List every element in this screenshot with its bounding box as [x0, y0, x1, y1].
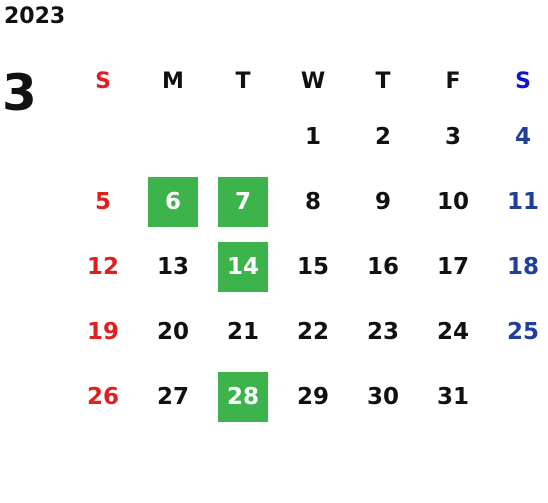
day-number: 8 [304, 188, 321, 215]
highlighted-day-number: 28 [218, 371, 268, 422]
day-number [218, 112, 268, 162]
calendar-day[interactable]: 3 [418, 104, 488, 169]
weekday-header-monday: M [162, 68, 184, 94]
day-number: 27 [156, 383, 189, 410]
calendar-month: 3 [2, 64, 37, 122]
weekday-header-friday: F [445, 68, 461, 94]
calendar-day[interactable]: 17 [418, 234, 488, 299]
day-number: 11 [506, 188, 539, 215]
day-number: 21 [226, 318, 259, 345]
calendar-day[interactable]: 7 [208, 169, 278, 234]
weekday-header-wednesday: W [300, 68, 326, 94]
calendar-day[interactable]: 18 [488, 234, 548, 299]
calendar-day[interactable]: 1 [278, 104, 348, 169]
weekday-header-sunday: S [95, 68, 111, 94]
calendar-day[interactable]: 28 [208, 364, 278, 429]
calendar-day-empty [68, 104, 138, 169]
day-number: 22 [296, 318, 329, 345]
calendar-day[interactable]: 6 [138, 169, 208, 234]
calendar-day[interactable]: 26 [68, 364, 138, 429]
calendar-day[interactable]: 12 [68, 234, 138, 299]
day-number [78, 112, 128, 162]
calendar-day[interactable]: 15 [278, 234, 348, 299]
day-number: 30 [366, 383, 399, 410]
day-number: 25 [506, 318, 539, 345]
day-number: 20 [156, 318, 189, 345]
day-number: 26 [86, 383, 119, 410]
calendar-day[interactable]: 14 [208, 234, 278, 299]
calendar-day[interactable]: 13 [138, 234, 208, 299]
weekday-header-saturday: S [515, 68, 531, 94]
calendar-day[interactable]: 27 [138, 364, 208, 429]
calendar-day[interactable]: 31 [418, 364, 488, 429]
weekday-header-tuesday: T [235, 68, 251, 94]
day-number: 13 [156, 253, 189, 280]
day-number: 31 [436, 383, 469, 410]
calendar-day[interactable]: 19 [68, 299, 138, 364]
weekday-header-thursday: T [375, 68, 391, 94]
day-number: 4 [514, 123, 531, 150]
day-number: 10 [436, 188, 469, 215]
calendar-day[interactable]: 2 [348, 104, 418, 169]
day-number: 3 [444, 123, 461, 150]
day-number: 2 [374, 123, 391, 150]
day-number: 29 [296, 383, 329, 410]
calendar-year: 2023 [4, 4, 66, 29]
calendar-day[interactable]: 8 [278, 169, 348, 234]
day-number: 23 [366, 318, 399, 345]
calendar-day[interactable]: 10 [418, 169, 488, 234]
day-number: 15 [296, 253, 329, 280]
calendar-day[interactable]: 20 [138, 299, 208, 364]
calendar-day[interactable]: 23 [348, 299, 418, 364]
day-number: 16 [366, 253, 399, 280]
calendar-day[interactable]: 24 [418, 299, 488, 364]
highlighted-day-number: 14 [218, 241, 268, 292]
calendar-day[interactable]: 9 [348, 169, 418, 234]
day-number: 9 [374, 188, 391, 215]
day-number [498, 372, 548, 422]
calendar-day[interactable]: 4 [488, 104, 548, 169]
calendar-day[interactable]: 22 [278, 299, 348, 364]
highlighted-day-number: 6 [148, 176, 198, 227]
day-number: 5 [94, 188, 111, 215]
day-number: 12 [86, 253, 119, 280]
day-number: 1 [304, 123, 321, 150]
day-number: 17 [436, 253, 469, 280]
highlighted-day-number: 7 [218, 176, 268, 227]
day-number: 18 [506, 253, 539, 280]
calendar-day-empty [488, 364, 548, 429]
calendar-day[interactable]: 21 [208, 299, 278, 364]
calendar-day[interactable]: 5 [68, 169, 138, 234]
calendar-day[interactable]: 11 [488, 169, 548, 234]
calendar-day[interactable]: 25 [488, 299, 548, 364]
day-number [148, 112, 198, 162]
calendar-day[interactable]: 29 [278, 364, 348, 429]
calendar-day[interactable]: 16 [348, 234, 418, 299]
day-number: 19 [86, 318, 119, 345]
calendar-day-empty [138, 104, 208, 169]
calendar-day-empty [208, 104, 278, 169]
calendar-day[interactable]: 30 [348, 364, 418, 429]
day-number: 24 [436, 318, 469, 345]
